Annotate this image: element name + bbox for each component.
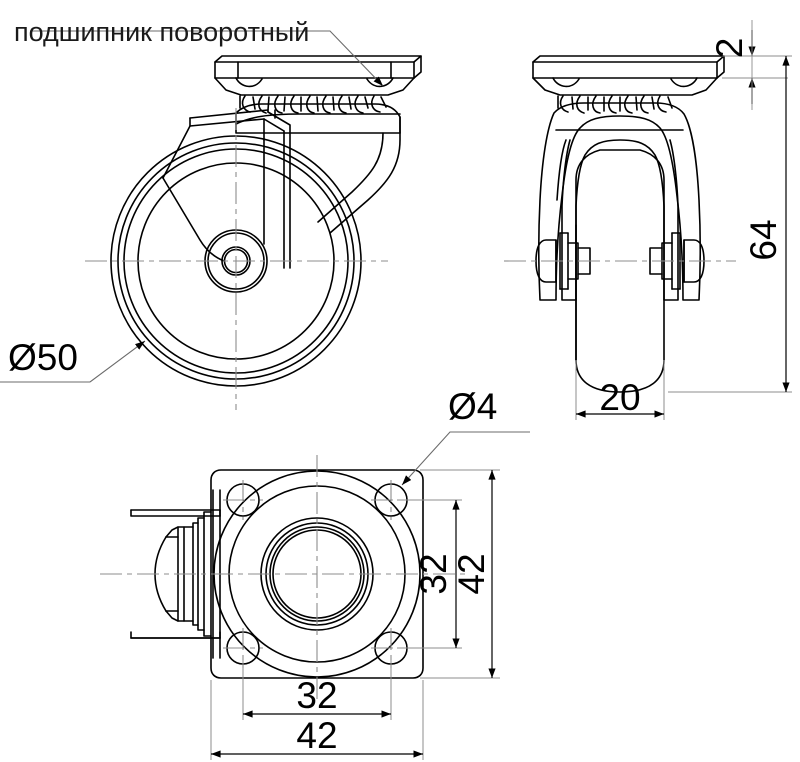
front-top-plate [214,55,422,96]
side-axle-assembly [535,232,705,290]
swivel-bearing-note: подшипник поворотный [14,17,309,47]
hole-spacing-vertical-dim: 32 [413,553,454,594]
dim-overall-height [668,55,792,393]
side-fork-body [538,102,701,301]
side-ball-bearing-race [557,95,673,114]
dimension-lines [0,20,792,760]
dim-plate-size-horizontal [210,680,424,760]
wheel-diameter-label: Ø50 [8,337,78,378]
side-fork-inner-arch [561,139,679,301]
plate-size-horizontal-dim: 42 [296,715,337,756]
dim-plate-thickness [722,20,788,110]
wheel-width-dim: 20 [599,377,640,418]
plate-size-vertical-dim: 42 [451,553,492,594]
dim-hole-spacing-horizontal [242,655,392,720]
plan-mounting-plate [210,469,424,679]
hole-diameter-label: Ø4 [448,386,497,427]
side-top-plate [532,55,725,96]
leader-wheel-diameter [0,340,146,383]
leader-swivel-bearing [30,30,384,87]
dim-hole-spacing-vertical [397,499,462,649]
leader-hole-diameter [401,431,530,486]
dim-plate-size-vertical [420,469,500,679]
hole-spacing-horizontal-dim: 32 [296,675,337,716]
dim-wheel-width [575,360,665,420]
center-lines [85,108,736,700]
front-fork-right-leg [317,132,401,234]
overall-height-dim: 64 [743,219,784,260]
plate-thickness-dim: 2 [709,38,750,59]
